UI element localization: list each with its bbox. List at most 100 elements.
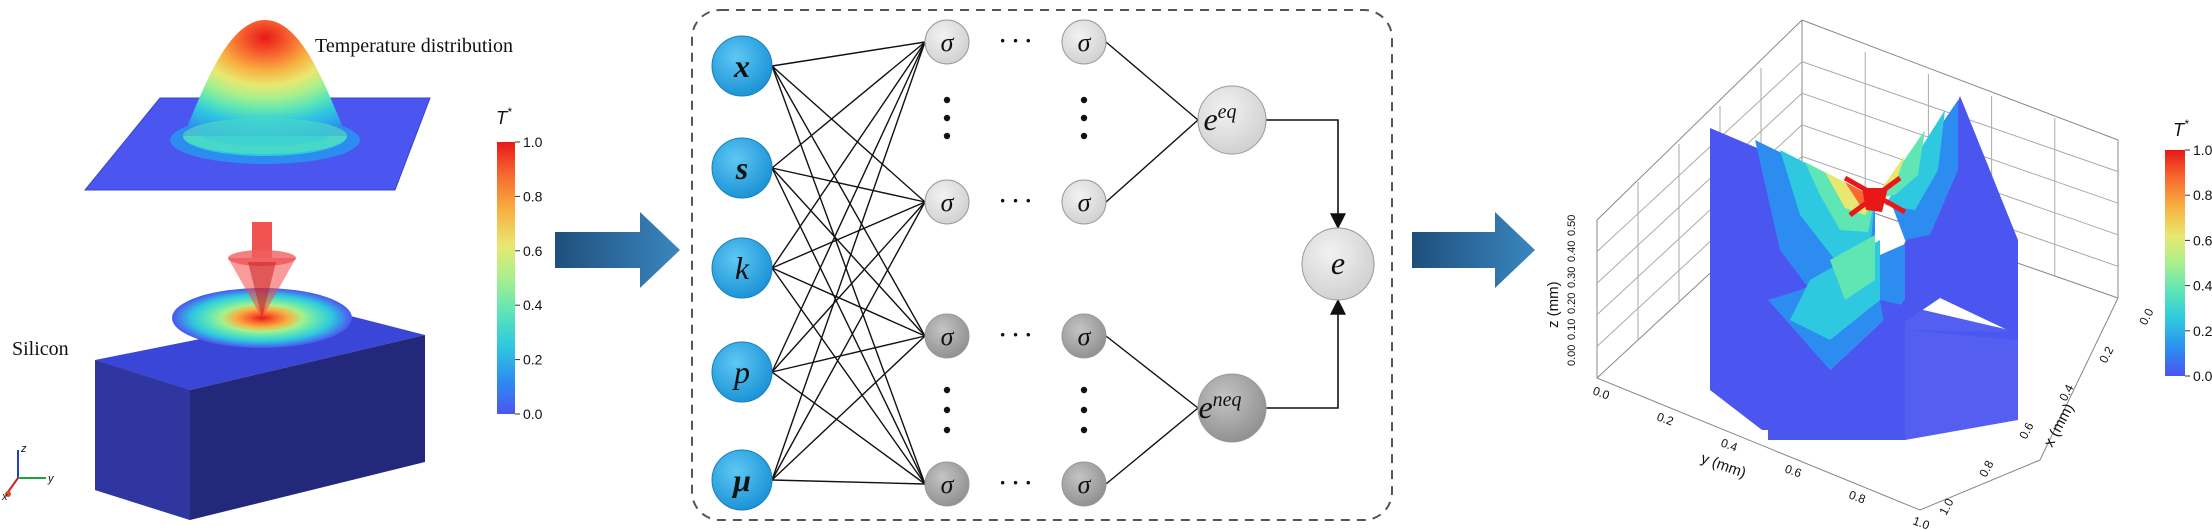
output-node-e-label: e	[1331, 245, 1345, 281]
right-colorbar-title: T*	[2173, 117, 2189, 140]
connection-line	[771, 41, 926, 169]
left-colorbar-title: T*	[496, 105, 512, 128]
connection-line	[1105, 407, 1199, 485]
grid-line	[1801, 19, 2119, 141]
z-tick-label: 0.30	[1566, 267, 1578, 288]
connection-line	[771, 167, 926, 337]
connection-line	[771, 41, 926, 373]
hidden-node: σ	[1061, 179, 1107, 225]
y-tick-label: 0.2	[1655, 410, 1676, 429]
vertical-ellipsis-dot	[1080, 132, 1088, 140]
left-colorbar-tick-label: 0.0	[523, 406, 543, 422]
hidden-node: σ	[924, 19, 970, 65]
x-tick-label: 0.2	[2096, 344, 2116, 366]
connection-line	[771, 41, 926, 269]
y-tick-label: 0.6	[1783, 462, 1804, 481]
input-node-label: p	[732, 354, 750, 390]
left-colorbar-tick-label: 0.4	[523, 297, 543, 313]
connection-line	[1105, 119, 1199, 203]
input-node-mu: μ	[711, 449, 773, 511]
output-node-e: e	[1301, 227, 1375, 301]
axis-z-label: z	[20, 443, 27, 455]
input-node-k: k	[711, 237, 773, 299]
vertical-ellipsis-dot	[943, 386, 951, 394]
output-node-neq: eneq	[1197, 373, 1267, 443]
horizontal-ellipsis: · · ·	[999, 188, 1032, 213]
connection-line	[771, 267, 926, 337]
left-panel: Temperature distribution Silicon z y x T…	[1, 20, 543, 520]
axis-y-label: y	[47, 473, 55, 485]
z-tick-label: 0.50	[1566, 215, 1578, 236]
connection-line	[771, 65, 926, 485]
input-node-x: x	[711, 35, 773, 97]
right-colorbar-tick-label: 1.0	[2193, 142, 2212, 158]
hidden-node: σ	[924, 313, 970, 359]
input-node-label: x	[733, 48, 750, 84]
x-tick-label: 0.8	[1976, 458, 1996, 480]
connection-line	[771, 201, 926, 373]
y-tick-label: 0.8	[1847, 488, 1868, 507]
temperature-distribution-label: Temperature distribution	[315, 35, 513, 57]
input-node-label: s	[735, 150, 748, 186]
vertical-ellipsis-dot	[1080, 426, 1088, 434]
vertical-ellipsis-dot	[943, 114, 951, 122]
sigma-label: σ	[1078, 188, 1092, 217]
connection-line	[771, 335, 926, 373]
hidden-node: σ	[1061, 19, 1107, 65]
connection-line	[771, 335, 926, 481]
input-node-label: μ	[731, 462, 751, 498]
vertical-ellipsis-dot	[1080, 114, 1088, 122]
connection-line	[1105, 41, 1199, 121]
horizontal-ellipsis: · · ·	[999, 28, 1032, 53]
left-colorbar-tick-label: 0.8	[523, 188, 543, 204]
right-panel: 0.000.100.200.300.400.500.00.20.40.60.81…	[1545, 19, 2212, 530]
z-tick-label: 0.00	[1566, 345, 1578, 366]
sigma-label: σ	[941, 188, 955, 217]
connection-line	[771, 65, 926, 337]
hidden-node: σ	[924, 461, 970, 507]
grid-line	[2039, 297, 2119, 461]
hidden-node: σ	[1061, 313, 1107, 359]
z-tick-label: 0.10	[1566, 319, 1578, 340]
vertical-ellipsis-dot	[1080, 96, 1088, 104]
left-colorbar-tick-label: 0.2	[523, 352, 543, 368]
right-colorbar-tick-label: 0.8	[2193, 187, 2212, 203]
input-node-s: s	[711, 137, 773, 199]
grid-line	[1596, 92, 1803, 284]
vertical-ellipsis-dot	[1080, 406, 1088, 414]
x-tick-label: 0.0	[2136, 306, 2156, 328]
sigma-label: σ	[941, 322, 955, 351]
sigma-label: σ	[941, 28, 955, 57]
right-colorbar-tick-label: 0.6	[2193, 232, 2212, 248]
connection-line	[771, 201, 926, 481]
sigma-label: σ	[941, 470, 955, 499]
sigma-label: σ	[1078, 322, 1092, 351]
connection-line	[771, 41, 926, 481]
connection-line	[1105, 335, 1199, 409]
x-axis-label: x (mm)	[2041, 401, 2078, 450]
axis-triad: z y x	[1, 443, 55, 503]
y-tick-label: 1.0	[1911, 514, 1932, 530]
vertical-ellipsis-dot	[1080, 386, 1088, 394]
input-node-p: p	[711, 341, 773, 403]
x-tick-label: 0.4	[2056, 382, 2076, 404]
y-axis-label: y (mm)	[1699, 450, 1749, 482]
vertical-ellipsis-dot	[943, 132, 951, 140]
flow-arrow-1	[555, 212, 680, 288]
hidden-node: σ	[1061, 461, 1107, 507]
horizontal-ellipsis: · · ·	[999, 322, 1032, 347]
grid-line	[1596, 377, 1921, 511]
right-colorbar-tick-label: 0.4	[2193, 278, 2212, 294]
network-frame	[691, 9, 1393, 521]
sigma-label: σ	[1078, 28, 1092, 57]
left-colorbar: T* 1.00.80.60.40.20.0	[496, 105, 543, 422]
temperature-slices	[1710, 96, 2018, 440]
grid-line	[1596, 19, 1803, 221]
z-axis-label: z (mm)	[1545, 281, 1562, 328]
eq-to-output-arrow	[1266, 119, 1346, 230]
connection-line	[771, 267, 926, 485]
z-tick-label: 0.20	[1566, 293, 1578, 314]
vertical-ellipsis-dot	[943, 406, 951, 414]
flow-arrow-2	[1412, 212, 1535, 288]
